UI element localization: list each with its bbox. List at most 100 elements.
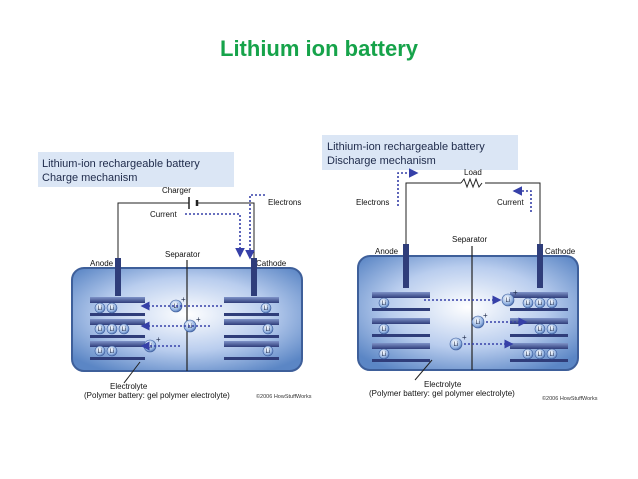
charge-ion-label: Li <box>266 327 271 333</box>
charge-anode-plates <box>90 297 145 360</box>
discharge-ion-label: Li <box>506 298 511 304</box>
discharge-cell <box>357 255 579 371</box>
discharge-ion <box>378 297 390 309</box>
discharge-ion <box>534 323 546 335</box>
charge-ion-label: Li <box>110 327 115 333</box>
discharge-heading-box <box>322 135 518 170</box>
discharge-ion <box>546 323 558 335</box>
charge-anode-rod <box>115 258 121 296</box>
charge-ion <box>94 345 106 357</box>
charge-wire-left <box>117 202 189 260</box>
discharge-electrons-label: Electrons <box>356 198 389 207</box>
charge-ion-label: Li <box>188 324 193 330</box>
charge-ion-label: Li <box>174 304 179 310</box>
ion-charge-sign: + <box>513 288 518 297</box>
discharge-ion <box>522 348 534 360</box>
discharge-cathode-label: Cathode <box>545 247 576 256</box>
discharge-anode-label: Anode <box>375 247 399 256</box>
charge-ion-label: Li <box>148 344 153 350</box>
discharge-wire-left <box>405 182 461 245</box>
discharge-heading-line1: Lithium-ion rechargeable battery <box>327 141 485 153</box>
charge-ion-label: Li <box>110 349 115 355</box>
charge-ion <box>262 345 274 357</box>
charge-electrolyte-pointer <box>123 361 141 384</box>
charge-ion <box>94 302 106 314</box>
discharge-ion <box>546 348 558 360</box>
charge-ion-label: Li <box>266 349 271 355</box>
discharge-anode-rod <box>403 244 409 288</box>
charge-heading-box <box>38 152 234 187</box>
discharge-ion-label: Li <box>526 301 531 307</box>
charge-electrolyte-label: Electrolyte <box>110 382 148 391</box>
charge-electrolyte-note: (Polymer battery: gel polymer electrolyt… <box>84 391 230 400</box>
charge-cathode-label: Cathode <box>256 259 287 268</box>
discharge-ion-label: Li <box>382 327 387 333</box>
discharge-current-label: Current <box>497 198 524 207</box>
charge-electrons-label: Electrons <box>268 198 301 207</box>
discharge-electrolyte-pointer <box>414 359 433 381</box>
discharge-moving-ion <box>471 315 485 329</box>
discharge-ion <box>546 297 558 309</box>
discharge-copyright: ©2006 HowStuffWorks <box>542 395 598 402</box>
discharge-ion <box>522 297 534 309</box>
discharge-heading-line2: Discharge mechanism <box>327 155 436 167</box>
charge-ion <box>260 302 272 314</box>
charge-heading-line1: Lithium-ion rechargeable battery <box>42 158 200 170</box>
charge-cathode-rod <box>251 258 257 296</box>
discharge-cathode-rod <box>537 244 543 288</box>
load-resistor-icon <box>460 177 483 189</box>
charge-electron-arrow <box>245 194 265 260</box>
ion-charge-sign: + <box>196 315 201 324</box>
discharge-ion-label: Li <box>526 352 531 358</box>
charge-ion-label: Li <box>110 306 115 312</box>
charge-ion <box>262 323 274 335</box>
discharge-electron-arrow <box>397 168 419 206</box>
charge-wire-right <box>197 202 255 260</box>
discharge-separator-label: Separator <box>452 235 487 244</box>
slide-title: Lithium ion battery <box>220 36 418 61</box>
charger-label: Charger <box>162 186 191 195</box>
charge-ion <box>106 323 118 335</box>
discharge-ion <box>534 348 546 360</box>
charge-ion-label: Li <box>264 306 269 312</box>
discharge-ion-label: Li <box>476 320 481 326</box>
discharge-ion <box>534 297 546 309</box>
discharge-cathode-plates <box>510 292 568 362</box>
discharge-moving-ion <box>501 293 515 307</box>
discharge-diagram: Lithium-ion rechargeable battery Dischar… <box>322 135 598 402</box>
discharge-ion <box>378 348 390 360</box>
charge-ion-label: Li <box>98 349 103 355</box>
charge-anode-label: Anode <box>90 259 114 268</box>
discharge-ion-label: Li <box>454 342 459 348</box>
discharge-ion-label: Li <box>538 301 543 307</box>
charge-ion-label: Li <box>98 306 103 312</box>
ion-charge-sign: + <box>156 335 161 344</box>
load-label: Load <box>464 168 482 177</box>
charge-ion <box>106 302 118 314</box>
ion-charge-sign: + <box>181 295 186 304</box>
charge-separator-label: Separator <box>165 250 200 259</box>
discharge-ion-label: Li <box>538 327 543 333</box>
ion-charge-sign: + <box>483 311 488 320</box>
charge-cathode-plates <box>224 297 279 360</box>
discharge-ion <box>378 323 390 335</box>
charge-heading-line2: Charge mechanism <box>42 172 137 184</box>
charge-current-label: Current <box>150 210 177 219</box>
discharge-current-arrow <box>512 186 532 212</box>
discharge-wire-right <box>485 182 541 245</box>
charge-ion <box>94 323 106 335</box>
charge-ion-label: Li <box>98 327 103 333</box>
charge-ion-label: Li <box>122 327 127 333</box>
charge-ion <box>106 345 118 357</box>
discharge-ion-label: Li <box>382 301 387 307</box>
discharge-ion-label: Li <box>538 352 543 358</box>
discharge-ion-label: Li <box>550 352 555 358</box>
charge-copyright: ©2006 HowStuffWorks <box>256 393 312 400</box>
discharge-ion-label: Li <box>382 352 387 358</box>
discharge-electrolyte-note: (Polymer battery: gel polymer electrolyt… <box>369 389 515 398</box>
discharge-electrolyte-label: Electrolyte <box>424 380 462 389</box>
charge-diagram: Lithium-ion rechargeable battery Charge … <box>38 152 312 400</box>
charge-ion <box>118 323 130 335</box>
ion-charge-sign: + <box>462 333 467 342</box>
